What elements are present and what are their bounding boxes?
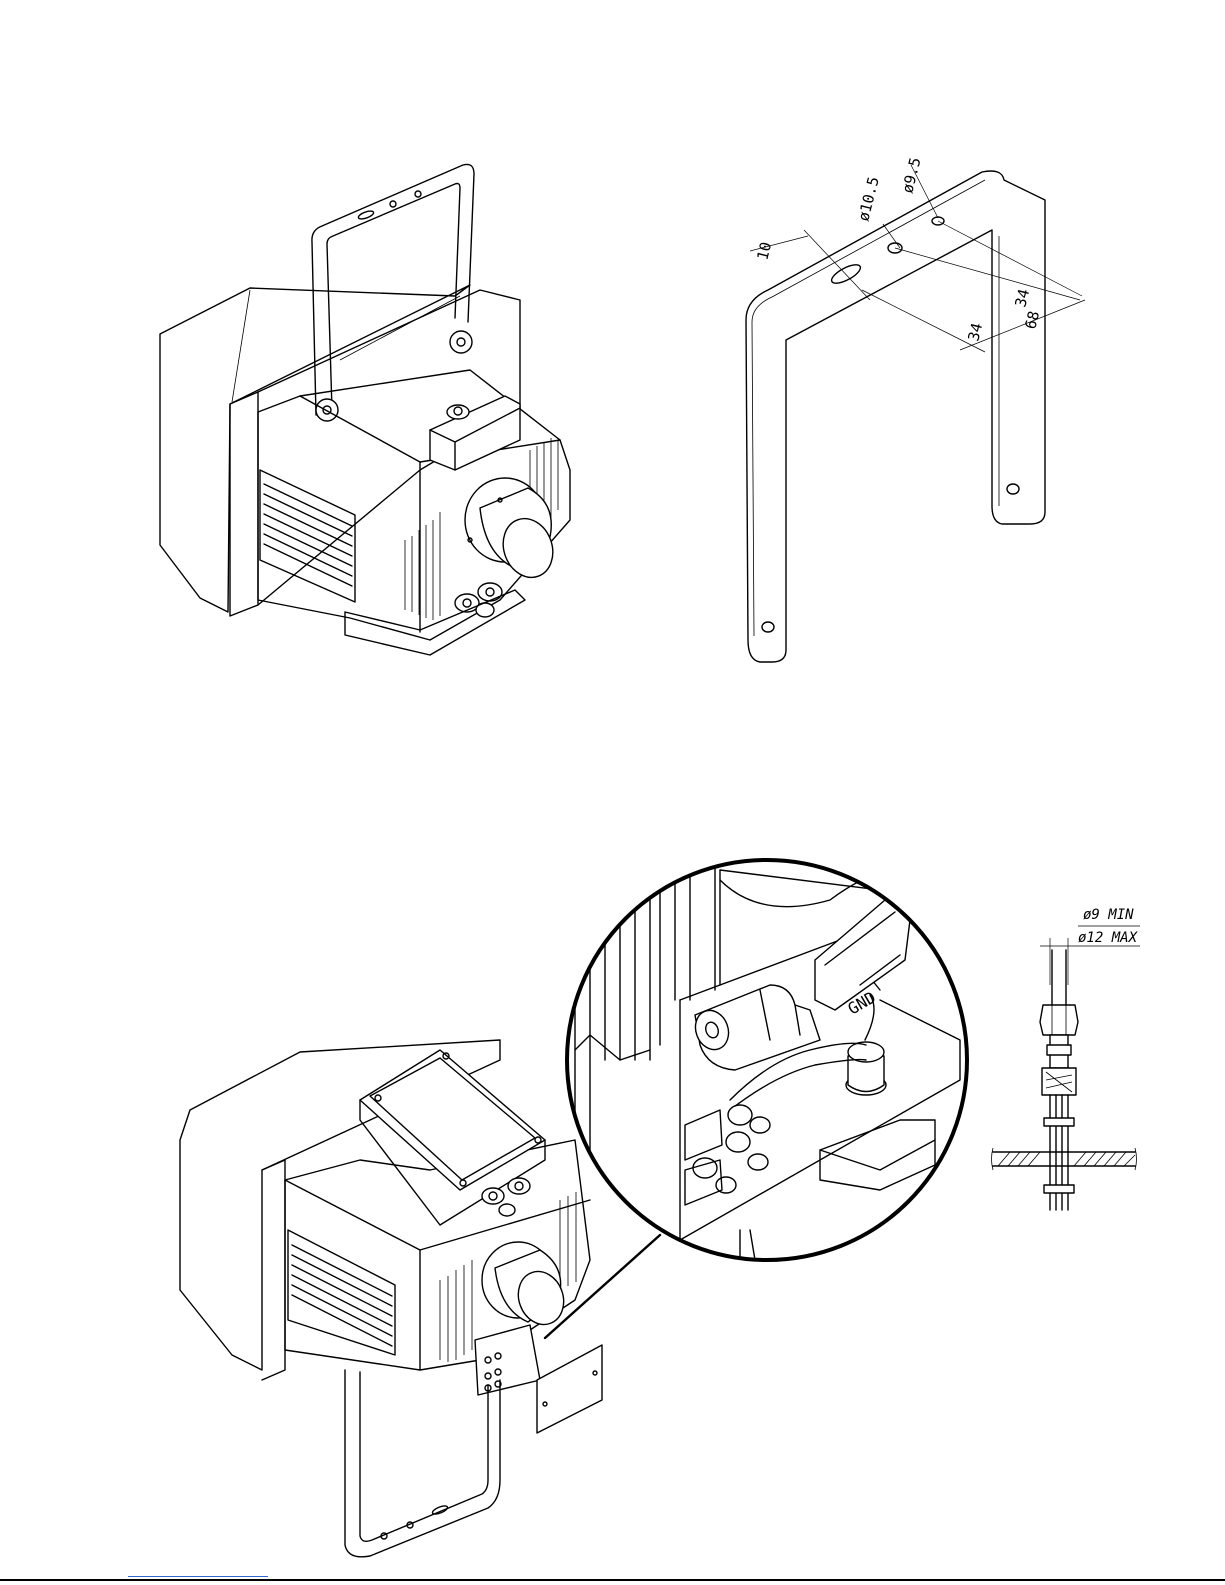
ignitor-cylinder [465, 478, 561, 584]
floodlight-open-view [180, 1040, 660, 1557]
cable-max-diameter: ø12 MAX [1078, 930, 1139, 946]
dim-hole-small: ø9.5 [898, 156, 924, 195]
mounting-bracket [312, 164, 474, 415]
floodlight-isometric-view [160, 164, 570, 655]
dim-total-span: 68 [1021, 309, 1043, 331]
cable-gland-detail: ø9 MIN ø12 MAX [992, 907, 1141, 1210]
dim-half-span-b: 34 [1011, 287, 1033, 309]
cover-plate [537, 1345, 602, 1433]
light-hood [160, 285, 470, 612]
front-frame [230, 392, 258, 616]
top-junction-box [430, 396, 520, 470]
footer-link-underline [128, 1576, 268, 1577]
wall-plate [992, 1148, 1137, 1170]
base-plate [345, 590, 525, 655]
footer-rule [0, 1579, 1225, 1581]
u-bracket [746, 171, 1045, 662]
dim-hole-large: ø10.5 [854, 175, 882, 223]
dim-edge-offset: 10 [753, 240, 775, 262]
bracket-dimension-view: 10 ø10.5 ø9.5 34 34 68 [746, 156, 1085, 662]
terminal-detail-circle: GND [567, 860, 967, 1290]
dim-half-span-a: 34 [964, 321, 986, 343]
cable-min-diameter: ø9 MIN [1083, 907, 1134, 923]
terminal-lugs [685, 1105, 770, 1205]
